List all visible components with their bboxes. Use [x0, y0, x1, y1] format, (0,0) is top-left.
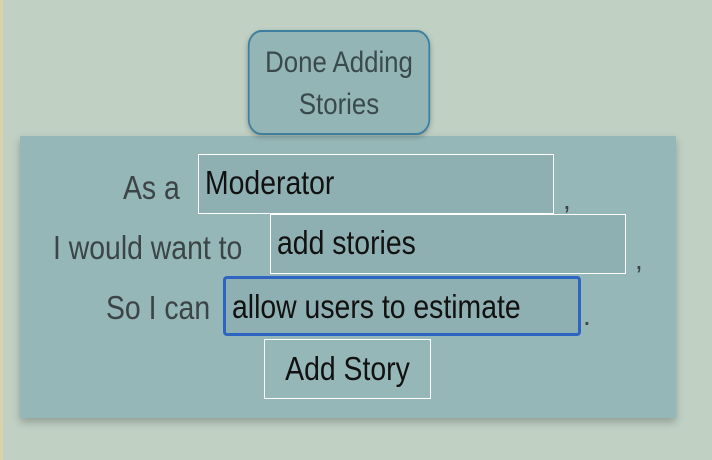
add-story-label: Add Story [285, 350, 410, 387]
want-input-value: add stories [277, 224, 416, 261]
want-input[interactable]: add stories [270, 214, 626, 274]
benefit-period: . [583, 300, 591, 331]
add-story-button[interactable]: Add Story [264, 339, 431, 399]
benefit-input[interactable]: allow users to estimate [223, 276, 581, 336]
role-comma: , [563, 184, 571, 215]
done-adding-stories-button[interactable]: Done Adding Stories [247, 30, 431, 135]
want-label: I would want to [53, 229, 243, 266]
want-comma: , [635, 244, 643, 275]
done-button-line1: Done Adding [265, 46, 413, 79]
benefit-label: So I can [106, 289, 211, 326]
done-button-line2: Stories [298, 88, 380, 121]
window-edge [0, 0, 3, 460]
story-form-panel: As a Moderator , I would want to add sto… [20, 136, 676, 418]
role-input-value: Moderator [205, 164, 335, 201]
role-input[interactable]: Moderator [198, 154, 554, 214]
benefit-input-value: allow users to estimate [232, 288, 521, 325]
role-label: As a [123, 169, 180, 206]
